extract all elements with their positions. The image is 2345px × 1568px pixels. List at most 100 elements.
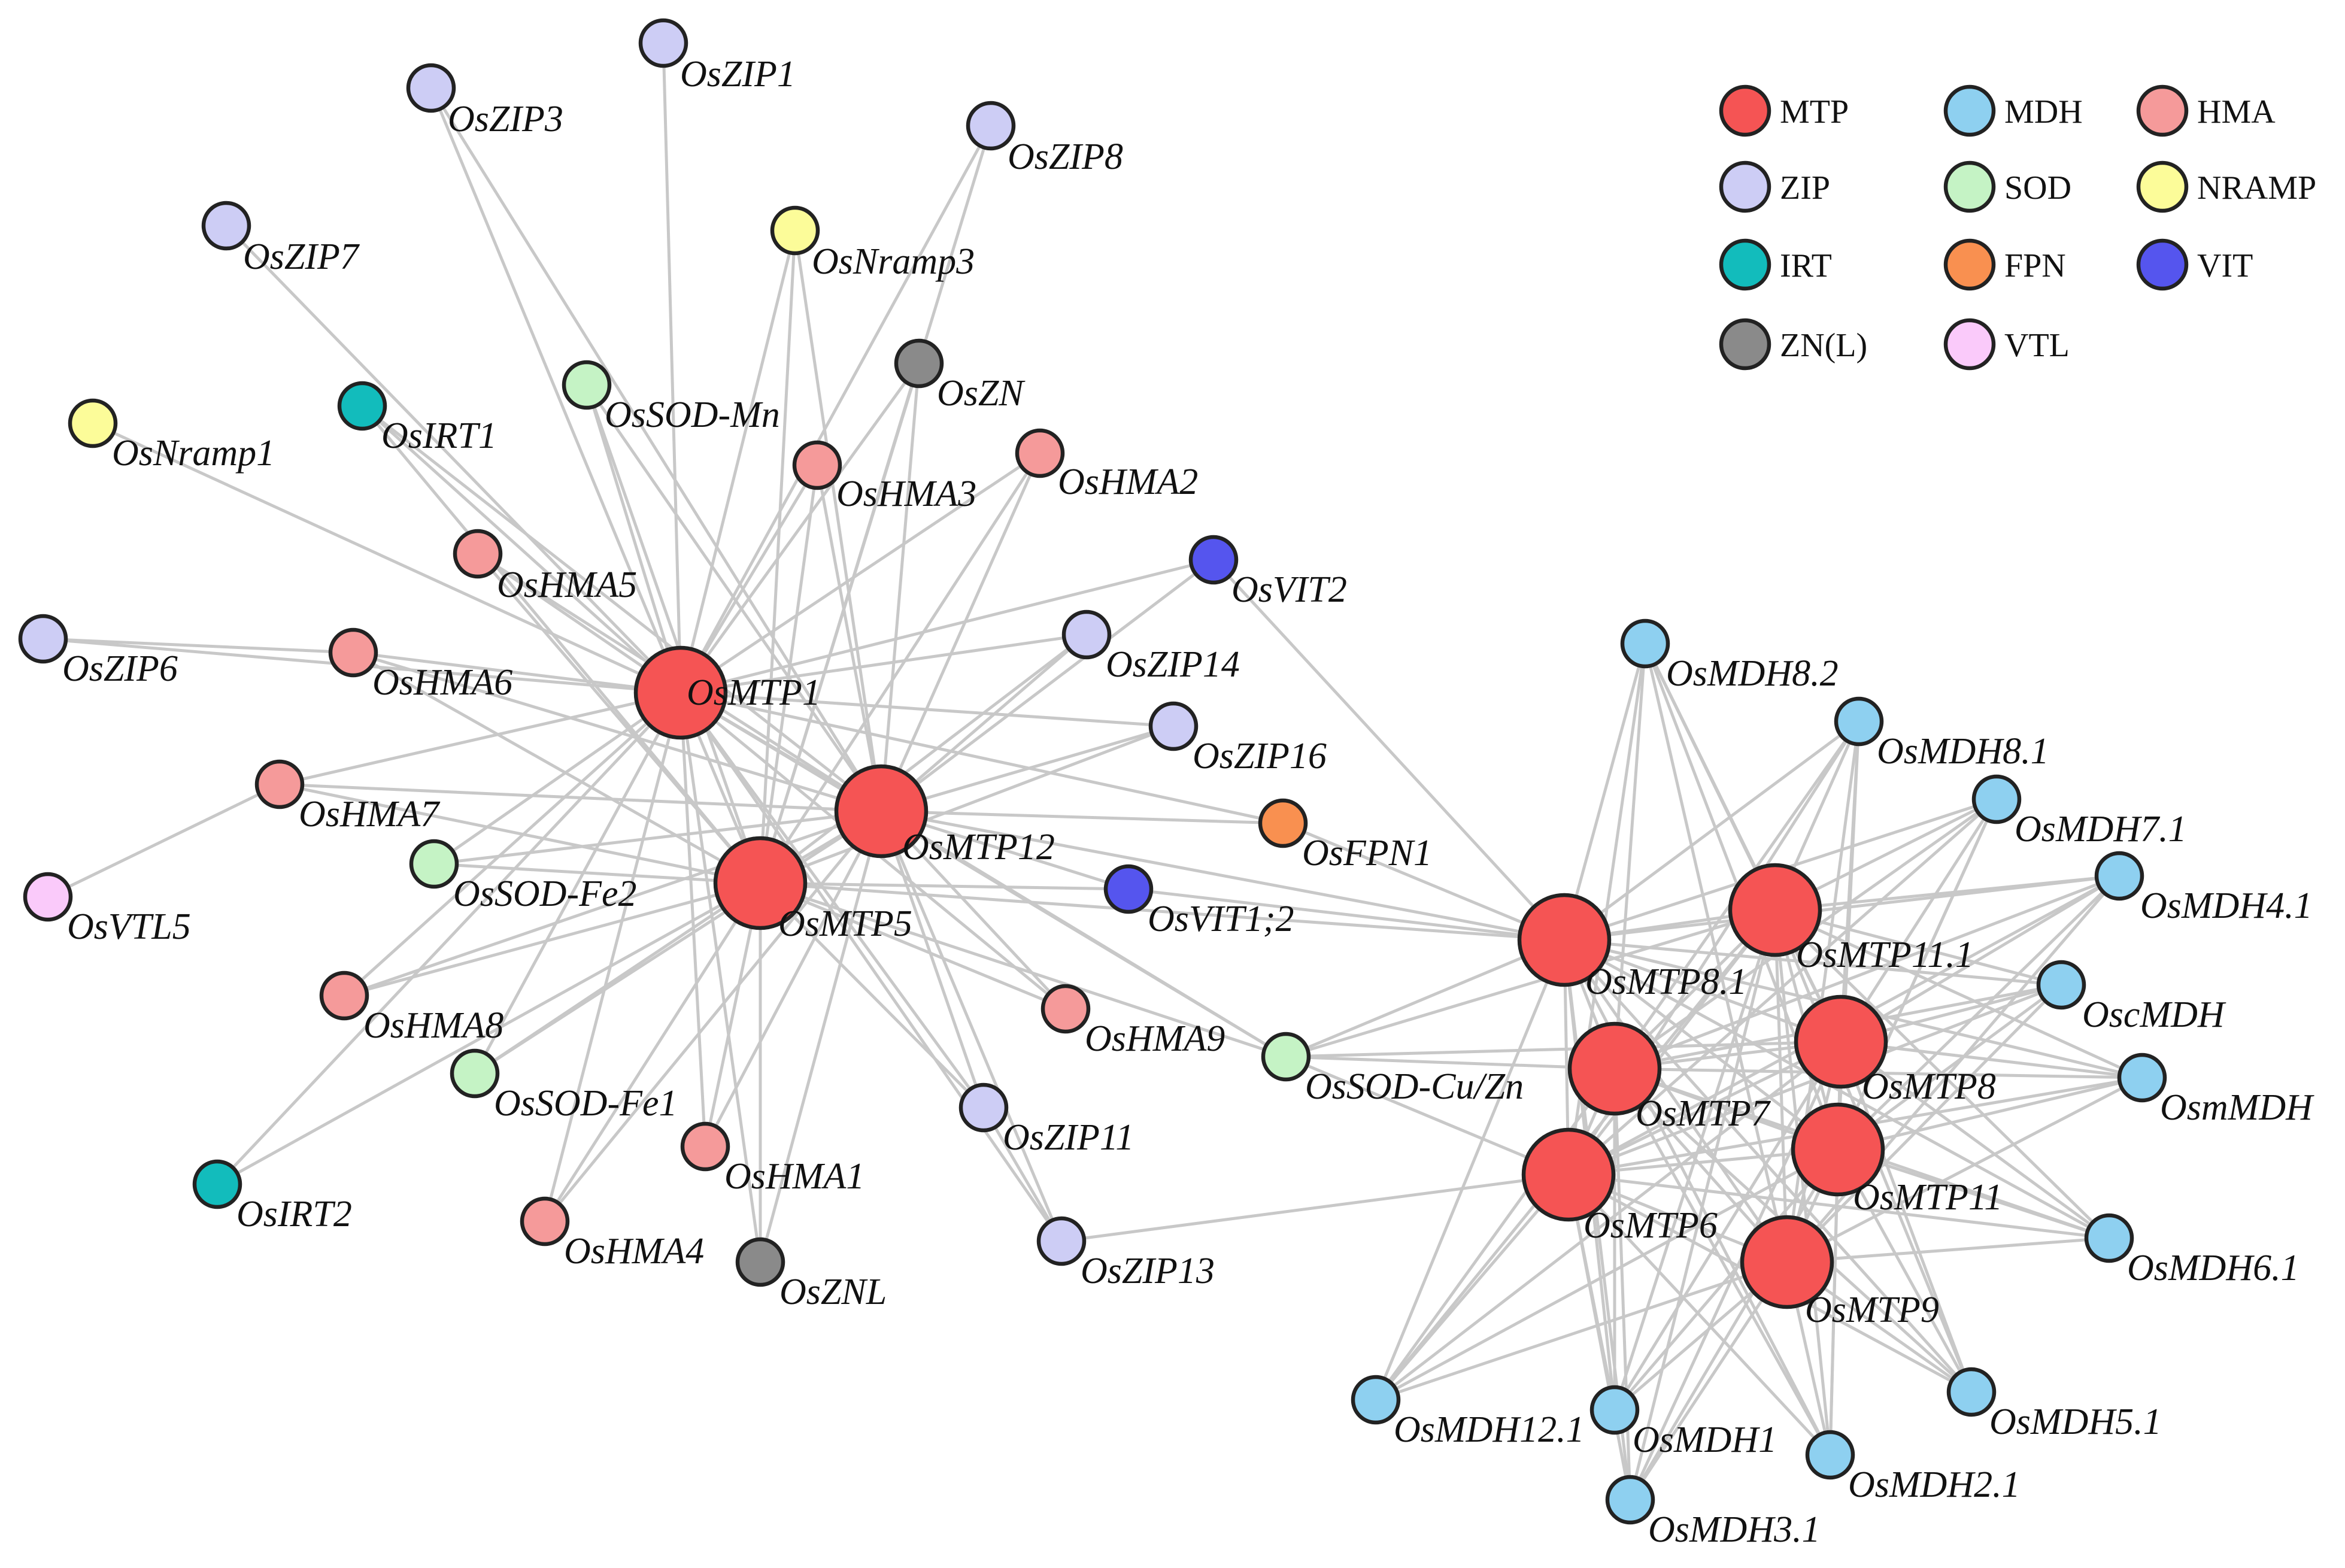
node-osmtp11-1[interactable]	[1728, 863, 1822, 957]
node-circle[interactable]	[192, 1159, 242, 1209]
node-circle[interactable]	[1061, 609, 1112, 660]
node-osmdh2-1[interactable]	[1805, 1430, 1855, 1480]
node-circle[interactable]	[520, 1196, 570, 1246]
node-circle[interactable]	[409, 839, 459, 889]
node-circle[interactable]	[1103, 864, 1154, 914]
node-ossod-fe2[interactable]	[409, 839, 459, 889]
node-ossod-mn[interactable]	[562, 360, 612, 410]
node-osfpn1[interactable]	[1258, 798, 1308, 848]
node-circle[interactable]	[328, 627, 378, 678]
node-ossod-fe1[interactable]	[450, 1048, 500, 1099]
node-oszip16[interactable]	[1148, 701, 1199, 751]
node-circle[interactable]	[18, 614, 68, 664]
node-osmmdh[interactable]	[2117, 1053, 2167, 1103]
node-circle[interactable]	[1971, 774, 2022, 824]
node-oszip7[interactable]	[201, 201, 251, 251]
node-circle[interactable]	[1589, 1385, 1640, 1435]
node-osirt2[interactable]	[192, 1159, 242, 1209]
node-circle[interactable]	[1834, 696, 1884, 747]
node-oshma8[interactable]	[319, 970, 369, 1021]
node-circle[interactable]	[1015, 428, 1065, 478]
node-circle[interactable]	[735, 1237, 785, 1287]
node-circle[interactable]	[1805, 1430, 1855, 1480]
node-circle[interactable]	[2036, 960, 2086, 1010]
node-circle[interactable]	[770, 205, 820, 256]
node-osmtp8-1[interactable]	[1517, 893, 1612, 987]
node-circle[interactable]	[1036, 1216, 1087, 1266]
node-circle[interactable]	[958, 1082, 1009, 1133]
node-osmtp6[interactable]	[1521, 1127, 1616, 1222]
node-osmtp11[interactable]	[1791, 1102, 1885, 1197]
node-ossod-cu-zn[interactable]	[1261, 1032, 1311, 1082]
node-circle[interactable]	[1740, 1215, 1834, 1309]
node-circle[interactable]	[562, 360, 612, 410]
node-osmdh8-1[interactable]	[1834, 696, 1884, 747]
node-osmdh12-1[interactable]	[1351, 1375, 1401, 1425]
node-circle[interactable]	[1620, 618, 1670, 669]
node-circle[interactable]	[834, 764, 929, 859]
node-oszip13[interactable]	[1036, 1216, 1087, 1266]
node-osmtp8[interactable]	[1794, 994, 1888, 1089]
node-circle[interactable]	[1517, 893, 1612, 987]
node-circle[interactable]	[713, 836, 808, 930]
node-circle[interactable]	[2094, 851, 2144, 901]
node-oshma7[interactable]	[254, 759, 305, 809]
node-circle[interactable]	[2084, 1213, 2134, 1263]
node-osmdh3-1[interactable]	[1605, 1475, 1655, 1525]
node-circle[interactable]	[633, 645, 728, 740]
node-circle[interactable]	[1188, 535, 1239, 585]
node-oshma1[interactable]	[680, 1121, 730, 1172]
node-circle[interactable]	[1521, 1127, 1616, 1222]
node-oshma9[interactable]	[1040, 984, 1091, 1034]
node-oszip14[interactable]	[1061, 609, 1112, 660]
node-circle[interactable]	[2117, 1053, 2167, 1103]
node-circle[interactable]	[1946, 1367, 1997, 1417]
node-oshma3[interactable]	[792, 440, 842, 490]
node-oszip3[interactable]	[406, 63, 456, 113]
node-osmtp12[interactable]	[834, 764, 929, 859]
node-circle[interactable]	[23, 872, 73, 922]
node-circle[interactable]	[792, 440, 842, 490]
node-osmtp9[interactable]	[1740, 1215, 1834, 1309]
node-circle[interactable]	[1258, 798, 1308, 848]
node-circle[interactable]	[638, 18, 688, 68]
node-osmdh1[interactable]	[1589, 1385, 1640, 1435]
node-circle[interactable]	[680, 1121, 730, 1172]
node-circle[interactable]	[68, 398, 118, 448]
node-osmdh4-1[interactable]	[2094, 851, 2144, 901]
node-osvit2[interactable]	[1188, 535, 1239, 585]
node-circle[interactable]	[450, 1048, 500, 1099]
node-osmtp1[interactable]	[633, 645, 728, 740]
node-osmdh8-2[interactable]	[1620, 618, 1670, 669]
node-oszip11[interactable]	[958, 1082, 1009, 1133]
node-osvit1-2[interactable]	[1103, 864, 1154, 914]
node-circle[interactable]	[406, 63, 456, 113]
node-osmtp5[interactable]	[713, 836, 808, 930]
node-circle[interactable]	[1605, 1475, 1655, 1525]
node-oshma4[interactable]	[520, 1196, 570, 1246]
node-oszn[interactable]	[894, 338, 944, 389]
node-oshma5[interactable]	[453, 529, 503, 579]
node-osmdh6-1[interactable]	[2084, 1213, 2134, 1263]
node-oszip6[interactable]	[18, 614, 68, 664]
node-circle[interactable]	[201, 201, 251, 251]
node-circle[interactable]	[1728, 863, 1822, 957]
node-circle[interactable]	[1040, 984, 1091, 1034]
node-osmdh7-1[interactable]	[1971, 774, 2022, 824]
node-circle[interactable]	[1148, 701, 1199, 751]
node-circle[interactable]	[1261, 1032, 1311, 1082]
node-osmdh5-1[interactable]	[1946, 1367, 1997, 1417]
node-oscmdh[interactable]	[2036, 960, 2086, 1010]
node-circle[interactable]	[1794, 994, 1888, 1089]
node-oshma6[interactable]	[328, 627, 378, 678]
node-circle[interactable]	[319, 970, 369, 1021]
node-oshma2[interactable]	[1015, 428, 1065, 478]
node-osmtp7[interactable]	[1567, 1021, 1662, 1116]
node-osirt1[interactable]	[337, 381, 387, 431]
node-circle[interactable]	[1567, 1021, 1662, 1116]
node-circle[interactable]	[337, 381, 387, 431]
node-circle[interactable]	[254, 759, 305, 809]
node-circle[interactable]	[966, 101, 1016, 151]
node-oszip8[interactable]	[966, 101, 1016, 151]
node-osznl[interactable]	[735, 1237, 785, 1287]
